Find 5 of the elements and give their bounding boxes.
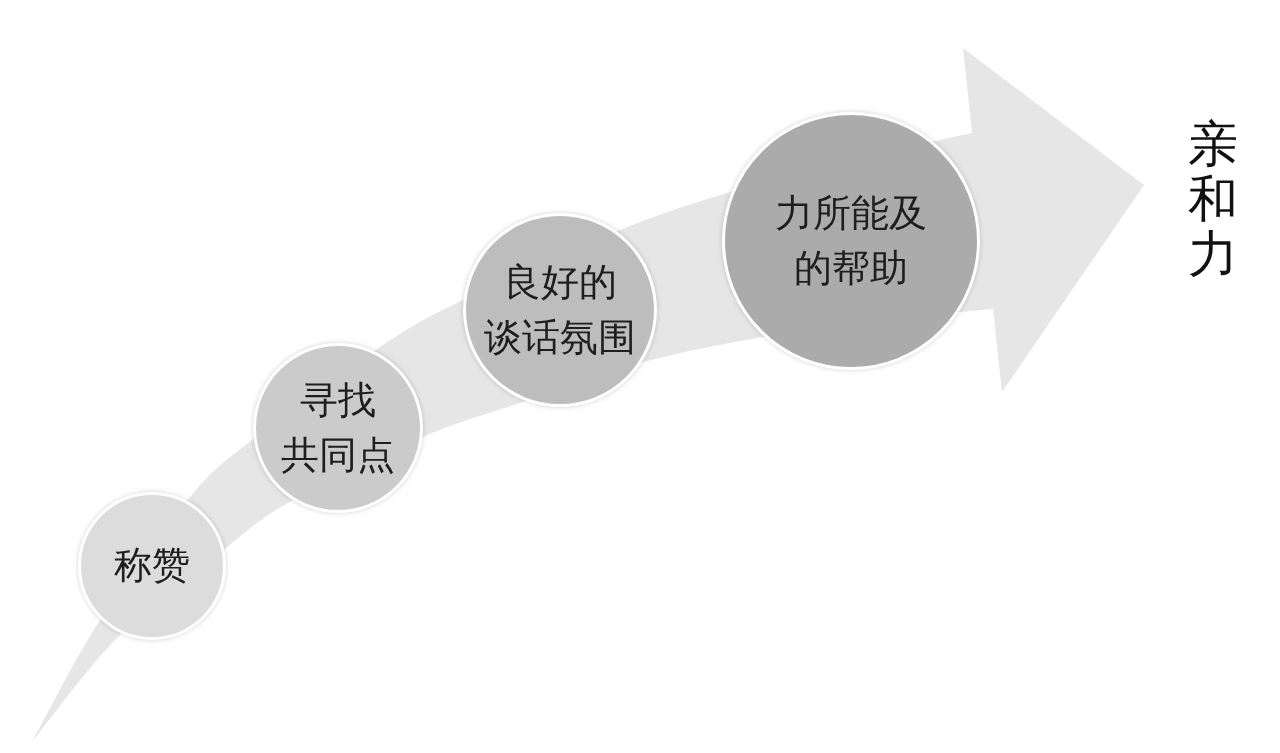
step-label: 称赞 — [114, 542, 190, 590]
step-label: 力所能及的帮助 — [775, 189, 927, 292]
step-label: 寻找共同点 — [281, 376, 395, 479]
step-label: 良好的谈话氛围 — [484, 258, 636, 361]
vertical-title: 亲和力 — [1188, 117, 1238, 282]
